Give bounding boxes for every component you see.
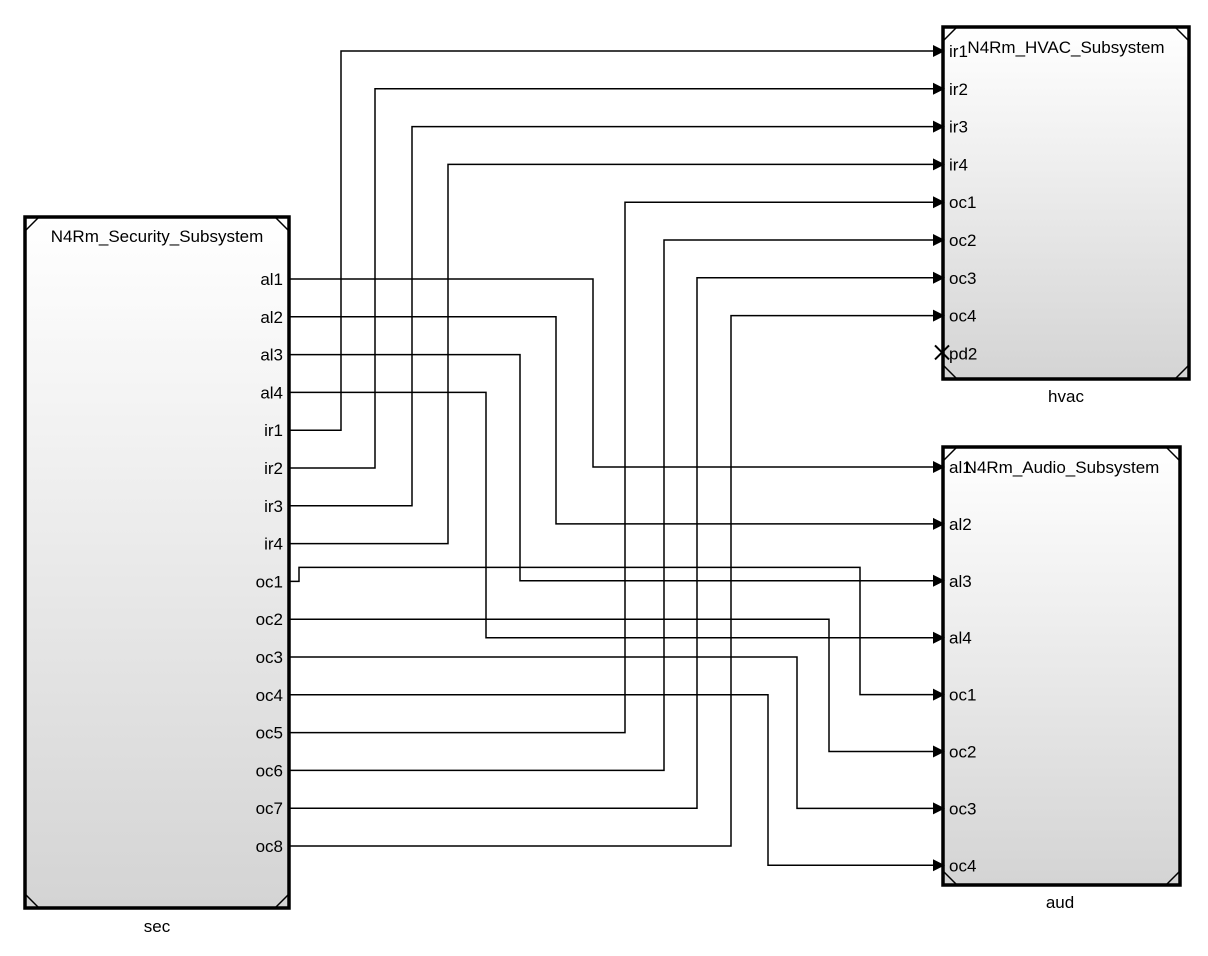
signal-line-oc1-to-aud-oc1[interactable] bbox=[290, 566, 933, 696]
hvac-port-ir3-arrow-icon bbox=[933, 120, 945, 133]
aud-port-oc4: oc4 bbox=[949, 856, 976, 875]
aud-port-oc3-arrow-icon bbox=[933, 802, 945, 815]
audio-block-name[interactable]: aud bbox=[1046, 893, 1074, 912]
hvac-port-oc1: oc1 bbox=[949, 193, 976, 212]
hvac-port-ir4: ir4 bbox=[949, 155, 968, 174]
sec-port-ir2: ir2 bbox=[264, 459, 283, 478]
signal-line-al4-to-aud-al4[interactable] bbox=[290, 391, 933, 639]
hvac-port-pd2-unconnected-icon bbox=[934, 344, 950, 361]
hvac-port-oc3-arrow-icon bbox=[933, 271, 945, 284]
hvac-port-ir2: ir2 bbox=[949, 80, 968, 99]
signal-lines bbox=[290, 50, 933, 867]
hvac-port-oc3: oc3 bbox=[949, 269, 976, 288]
sec-port-oc2: oc2 bbox=[256, 610, 283, 629]
aud-port-al3: al3 bbox=[949, 572, 972, 591]
signal-line-al3-to-aud-al3[interactable] bbox=[290, 353, 933, 582]
aud-port-oc4-arrow-icon bbox=[933, 859, 945, 872]
security-subsystem-title: N4Rm_Security_Subsystem bbox=[51, 227, 264, 246]
hvac-port-pd2: pd2 bbox=[949, 344, 977, 363]
hvac-port-ir3: ir3 bbox=[949, 118, 968, 137]
hvac-subsystem-block[interactable]: N4Rm_HVAC_Subsystem ir1 ir2 ir3 ir4 oc1 oc2 oc… bbox=[933, 25, 1191, 406]
aud-port-oc2-arrow-icon bbox=[933, 745, 945, 758]
signal-line-oc3-to-aud-oc3[interactable] bbox=[290, 656, 933, 810]
security-block-name[interactable]: sec bbox=[144, 917, 171, 936]
hvac-port-ir1-arrow-icon bbox=[933, 45, 945, 57]
hvac-port-oc4: oc4 bbox=[949, 307, 976, 326]
aud-port-oc2: oc2 bbox=[949, 743, 976, 762]
signal-line-oc2-to-aud-oc2[interactable] bbox=[290, 618, 933, 753]
hvac-subsystem-title: N4Rm_HVAC_Subsystem bbox=[967, 38, 1164, 57]
signal-line-oc7-to-hvac-oc3[interactable] bbox=[290, 277, 933, 809]
block-corner-mark bbox=[942, 446, 1181, 886]
signal-line-oc6-to-hvac-oc2[interactable] bbox=[290, 239, 933, 772]
sec-port-oc7: oc7 bbox=[256, 799, 283, 818]
aud-port-oc1-arrow-icon bbox=[933, 688, 945, 701]
hvac-port-oc2: oc2 bbox=[949, 231, 976, 250]
hvac-port-oc4-arrow-icon bbox=[933, 309, 945, 322]
hvac-port-oc2-arrow-icon bbox=[933, 234, 945, 246]
aud-port-al2: al2 bbox=[949, 515, 972, 534]
hvac-port-ir2-arrow-icon bbox=[933, 82, 945, 95]
audio-subsystem-block[interactable]: N4Rm_Audio_Subsystem al1 al2 al3 al4 oc1 oc2 o… bbox=[933, 445, 1182, 912]
block-corner-mark bbox=[942, 26, 1190, 380]
sec-port-al1: al1 bbox=[260, 270, 283, 289]
signal-line-oc4-to-aud-oc4[interactable] bbox=[290, 694, 933, 867]
sec-port-oc3: oc3 bbox=[256, 648, 283, 667]
hvac-block-name[interactable]: hvac bbox=[1048, 387, 1084, 406]
sec-port-oc1: oc1 bbox=[256, 572, 283, 591]
hvac-port-oc1-arrow-icon bbox=[933, 196, 945, 209]
sec-port-al4: al4 bbox=[260, 383, 283, 402]
signal-line-al1-to-aud-al1[interactable] bbox=[290, 278, 933, 468]
sec-port-ir1: ir1 bbox=[264, 421, 283, 440]
sec-port-ir3: ir3 bbox=[264, 497, 283, 516]
audio-subsystem-title: N4Rm_Audio_Subsystem bbox=[965, 458, 1160, 477]
sec-port-oc4: oc4 bbox=[256, 686, 283, 705]
signal-line-al2-to-aud-al2[interactable] bbox=[290, 316, 933, 525]
block-corner-marks bbox=[24, 26, 1190, 909]
sec-port-al2: al2 bbox=[260, 308, 283, 327]
sec-port-al3: al3 bbox=[260, 346, 283, 365]
security-subsystem-block[interactable]: N4Rm_Security_Subsystem al1 al2 al3 al4 ir1 i… bbox=[23, 215, 291, 936]
security-output-ports: al1 al2 al3 al4 ir1 ir2 ir3 ir4 oc1 oc2 oc3 oc4 oc5 o… bbox=[256, 270, 283, 856]
sec-port-oc5: oc5 bbox=[256, 724, 283, 743]
sec-port-oc8: oc8 bbox=[256, 837, 283, 856]
aud-port-oc1: oc1 bbox=[949, 686, 976, 705]
audio-input-ports: al1 al2 al3 al4 oc1 oc2 oc3 oc4 bbox=[933, 458, 976, 875]
aud-port-al4: al4 bbox=[949, 629, 972, 648]
sec-port-oc6: oc6 bbox=[256, 761, 283, 780]
aud-port-al3-arrow-icon bbox=[933, 574, 945, 587]
hvac-port-ir4-arrow-icon bbox=[933, 158, 945, 171]
signal-line-ir1-to-hvac-ir1[interactable] bbox=[290, 50, 933, 431]
aud-port-al1-arrow-icon bbox=[933, 461, 945, 473]
aud-port-oc3: oc3 bbox=[949, 799, 976, 818]
aud-port-al1: al1 bbox=[949, 458, 972, 477]
hvac-input-ports: ir1 ir2 ir3 ir4 oc1 oc2 oc3 oc4 pd2 bbox=[933, 42, 977, 363]
hvac-port-ir1: ir1 bbox=[949, 42, 968, 61]
aud-port-al2-arrow-icon bbox=[933, 517, 945, 530]
block-corner-mark bbox=[24, 216, 290, 909]
aud-port-al4-arrow-icon bbox=[933, 631, 945, 644]
sec-port-ir4: ir4 bbox=[264, 535, 283, 554]
